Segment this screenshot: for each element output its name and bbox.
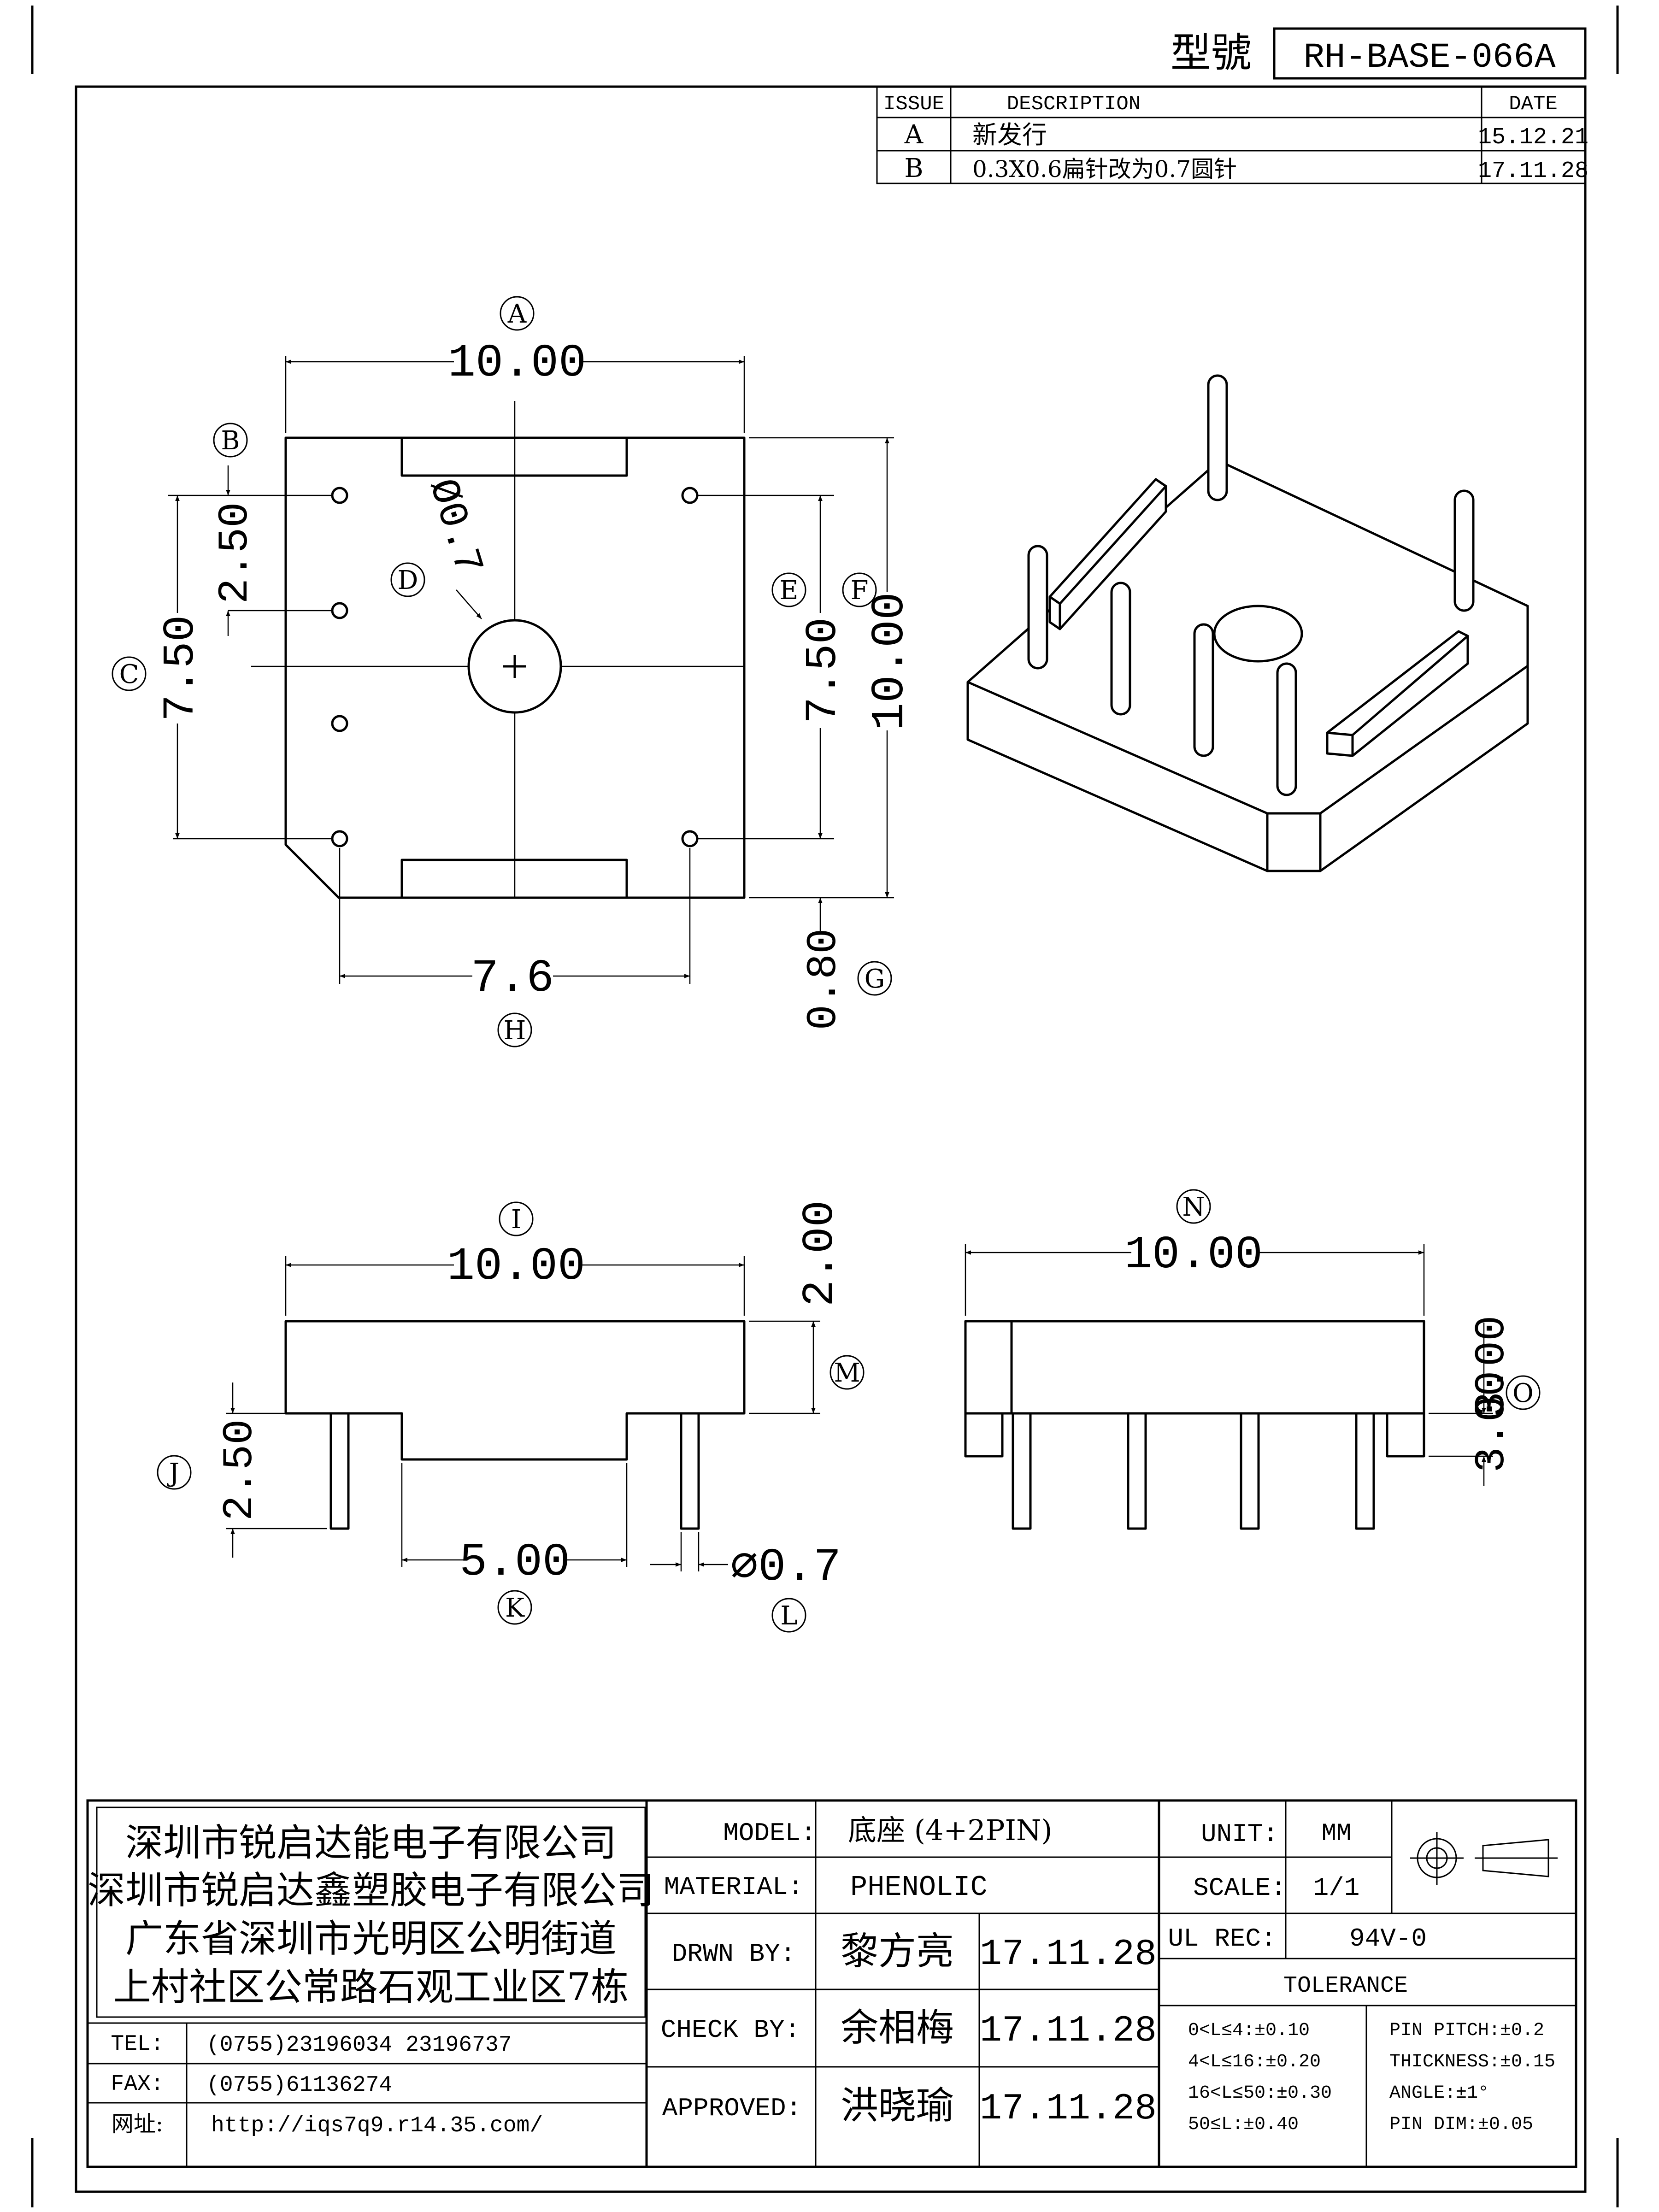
- tolerance-pin-dim: PIN DIM:±0.05: [1389, 2114, 1533, 2135]
- top-view-dim-f: 10.00: [865, 592, 917, 730]
- revision-row-b-date: 17.11.28: [1478, 158, 1588, 184]
- tolerance-angle: ANGLE:±1°: [1389, 2083, 1489, 2104]
- front-view-dim-l: ⌀0.7: [730, 1542, 841, 1594]
- check-by-label: CHECK BY:: [661, 2015, 800, 2045]
- web-value: http://iqs7q9.r14.35.com/: [211, 2113, 543, 2138]
- top-view-label-e: E: [780, 576, 799, 606]
- unit-value: MM: [1322, 1820, 1352, 1848]
- top-view-label-c: C: [119, 659, 139, 689]
- drawn-by-label: DRWN BY:: [672, 1939, 796, 1969]
- drawn-by-name: 黎方亮: [841, 1930, 954, 1973]
- top-view: 10.00 A 2.50 B 7.50 C Ø0.7 D 7.50 E: [112, 296, 917, 1047]
- third-angle-projection-icon: [1410, 1832, 1558, 1885]
- top-view-label-f: F: [851, 576, 869, 606]
- revision-row-a-date: 15.12.21: [1478, 124, 1588, 151]
- revision-row-a-issue: A: [904, 120, 924, 150]
- front-view-pin-left: [329, 1412, 350, 1530]
- top-view-dim-e: 7.50: [798, 618, 848, 724]
- tolerance-range-4: 50≤L:±0.40: [1188, 2114, 1299, 2135]
- revision-date-header: DATE: [1509, 93, 1558, 116]
- check-date: 17.11.28: [980, 2010, 1157, 2052]
- side-view-body: [964, 1320, 1425, 1415]
- scale-label: SCALE:: [1193, 1873, 1286, 1903]
- company-name-2: 深圳市锐启达鑫塑胶电子有限公司: [88, 1869, 654, 1912]
- ul-rec-value: 94V-0: [1349, 1924, 1427, 1953]
- approved-date: 17.11.28: [980, 2088, 1157, 2130]
- top-view-dim-b: 2.50: [211, 502, 259, 604]
- top-view-dim-d: Ø0.7: [418, 474, 490, 580]
- side-view-label-n: N: [1182, 1192, 1205, 1222]
- front-view-dim-k: 5.00: [459, 1537, 570, 1589]
- company-name-1: 深圳市锐启达能电子有限公司: [125, 1821, 617, 1865]
- revision-issue-header: ISSUE: [883, 93, 944, 116]
- model-value: 底座 (4+2PIN): [848, 1813, 1052, 1847]
- fax-label: FAX:: [111, 2072, 164, 2097]
- ul-rec-label: UL REC:: [1168, 1924, 1276, 1953]
- front-view-dim-j: 2.50: [216, 1419, 264, 1521]
- side-view-dim-o-bottom: 3.00: [1468, 1371, 1516, 1473]
- front-view-label-i: I: [511, 1205, 521, 1235]
- top-view-dim-h: 7.6: [471, 953, 554, 1005]
- side-view-label-o: O: [1512, 1378, 1534, 1408]
- isometric-view: [966, 374, 1529, 872]
- approved-name: 洪晓瑜: [841, 2084, 954, 2128]
- fax-value: (0755)61136274: [206, 2073, 392, 2098]
- tolerance-range-2: 4<L≤16:±0.20: [1188, 2052, 1321, 2072]
- front-view-label-l: L: [780, 1601, 797, 1631]
- revision-row-b-issue: B: [904, 153, 923, 183]
- top-view-dim-g: 0.80: [800, 929, 848, 1030]
- tolerance-range-1: 0<L≤4:±0.10: [1188, 2020, 1310, 2041]
- company-address-2: 上村社区公常路石观工业区7栋: [113, 1965, 629, 2009]
- front-view-pin-right: [680, 1412, 700, 1530]
- top-view-label-d: D: [398, 565, 418, 595]
- top-view-label-a: A: [507, 299, 527, 329]
- web-label: 网址:: [112, 2111, 163, 2137]
- company-address-1: 广东省深圳市光明区公明街道: [125, 1917, 617, 1961]
- top-view-label-h: H: [504, 1016, 526, 1046]
- top-view-pins: [331, 487, 699, 847]
- tolerance-title: TOLERANCE: [1283, 1973, 1408, 1999]
- side-view-pins: [1012, 1412, 1375, 1530]
- material-label: MATERIAL:: [664, 1872, 803, 1902]
- model-number-block: 型號 RH-BASE-066A: [1171, 27, 1587, 80]
- side-view-dim-n: 10.00: [1124, 1230, 1263, 1282]
- model-label: MODEL:: [723, 1818, 816, 1848]
- corner-marks: [31, 6, 1619, 2207]
- approved-label: APPROVED:: [662, 2094, 801, 2123]
- revision-row-b-description: 0.3X0.6扁针改为0.7圆针: [972, 156, 1237, 182]
- model-number-value: RH-BASE-066A: [1303, 38, 1556, 77]
- tolerance-thickness: THICKNESS:±0.15: [1389, 2052, 1555, 2072]
- tolerance-range-3: 16<L≤50:±0.30: [1188, 2083, 1332, 2104]
- drawing-border: [75, 85, 1587, 2193]
- front-view-label-m: M: [834, 1358, 860, 1388]
- material-value: PHENOLIC: [850, 1871, 988, 1904]
- title-block: 深圳市锐启达能电子有限公司 深圳市锐启达鑫塑胶电子有限公司 广东省深圳市光明区公…: [86, 1799, 1577, 2168]
- front-view-label-j: J: [167, 1458, 179, 1488]
- side-view: 10.00 N 3.00 3.00 O: [964, 1189, 1541, 1530]
- top-view-dim-a: 10.00: [448, 338, 586, 390]
- front-view-dim-m: 2.00: [795, 1200, 845, 1306]
- front-view: 10.00 I 2.00 M 2.50 J 5.00 K ⌀0.7 L: [157, 1200, 865, 1633]
- tel-value: (0755)23196034 23196737: [206, 2033, 512, 2058]
- tolerance-pin-pitch: PIN PITCH:±0.2: [1389, 2020, 1544, 2041]
- revision-row-a-description: 新发行: [972, 120, 1047, 149]
- model-number-label: 型號: [1171, 29, 1252, 76]
- revision-description-header: DESCRIPTION: [1007, 93, 1141, 116]
- top-view-label-b: B: [221, 426, 240, 456]
- front-view-body: [284, 1320, 746, 1461]
- front-view-label-k: K: [505, 1593, 525, 1623]
- isometric-pins: [1027, 374, 1475, 796]
- check-by-name: 余相梅: [841, 2006, 954, 2050]
- scale-value: 1/1: [1313, 1873, 1360, 1903]
- front-view-dim-i: 10.00: [447, 1241, 585, 1293]
- unit-label: UNIT:: [1201, 1819, 1278, 1849]
- drawn-date: 17.11.28: [980, 1934, 1157, 1976]
- tel-label: TEL:: [111, 2032, 164, 2057]
- revision-table: ISSUE DESCRIPTION DATE A 新发行 15.12.21 B …: [876, 86, 1588, 184]
- top-view-label-g: G: [865, 964, 885, 994]
- top-view-dim-c: 7.50: [156, 615, 206, 721]
